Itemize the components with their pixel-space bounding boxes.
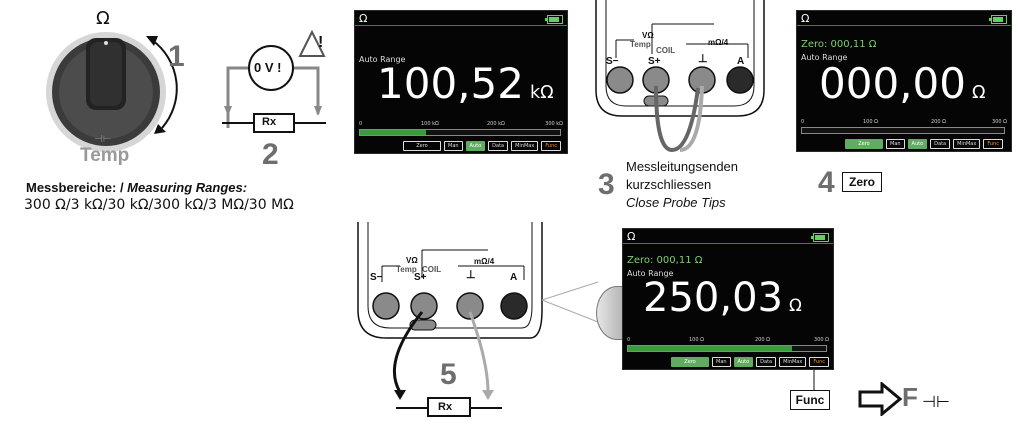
display-2-ticks: 0 100 Ω 200 Ω 300 Ω [801, 119, 1007, 125]
display-2-zero-offset: Zero: 000,11 Ω [801, 39, 877, 50]
func-pointer-line [813, 368, 815, 390]
display-1-ticks: 0 100 kΩ 200 kΩ 300 kΩ [359, 121, 563, 127]
display-1-bargraph [359, 129, 561, 136]
softkey-data[interactable]: Data [488, 141, 509, 151]
display-1-omega: Ω [359, 12, 368, 25]
jack-panel-bottom [357, 222, 599, 417]
jack-panel-top [595, 0, 765, 153]
jack-label-temp: Temp [630, 40, 651, 49]
jack-label-ground: ⊥ [466, 269, 476, 281]
capacitor-symbol: ⊣⊢ [922, 394, 950, 411]
rotary-knob-icon [46, 32, 178, 152]
softkey-minmax[interactable]: MinMax [779, 357, 807, 367]
softkey-auto[interactable]: Auto [733, 357, 754, 367]
display-3-value: 250,03 [643, 275, 783, 321]
jack-label-ground: ⊥ [698, 53, 708, 65]
softkey-func[interactable]: Func [983, 139, 1004, 149]
display-3-softkeys: Zero Man Auto Data MinMax Func [671, 357, 830, 367]
softkey-data[interactable]: Data [930, 139, 951, 149]
softkey-man[interactable]: Man [444, 141, 463, 151]
display-3-unit: Ω [788, 295, 802, 315]
jack-label-s-minus: S− [370, 272, 383, 283]
jack-label-vohm: VΩ [642, 31, 654, 40]
warning-icon: ! [318, 34, 324, 51]
softkey-man[interactable]: Man [712, 357, 731, 367]
step-3-number: 3 [598, 168, 615, 201]
softkey-zero[interactable]: Zero [403, 141, 441, 151]
step-2-number: 2 [262, 138, 279, 171]
display-1-range: Auto Range [359, 55, 406, 64]
ranges-label-en: Measuring Ranges: [127, 180, 248, 195]
step-1-number: 1 [168, 40, 185, 73]
softkey-auto[interactable]: Auto [907, 139, 928, 149]
jack-label-s-plus: S+ [648, 56, 661, 67]
softkey-func[interactable]: Func [541, 141, 562, 151]
softkey-man[interactable]: Man [886, 139, 905, 149]
softkey-minmax[interactable]: MinMax [511, 141, 539, 151]
display-2-bargraph [801, 127, 1005, 134]
caption-de-line-1: Messleitungsenden [626, 159, 739, 174]
battery-icon [811, 233, 829, 242]
softkey-zero[interactable]: Zero [671, 357, 709, 367]
ranges-heading: Messbereiche: / Measuring Ranges: [26, 180, 247, 195]
ranges-label-de: Messbereiche: [26, 180, 117, 195]
jack-label-s-minus: S− [606, 56, 619, 67]
ranges-separator: / [116, 180, 128, 195]
temp-label: Temp [80, 145, 130, 166]
softkey-minmax[interactable]: MinMax [953, 139, 981, 149]
battery-icon [989, 15, 1007, 24]
softkey-func[interactable]: Func [809, 357, 830, 367]
jack-label-vohm: VΩ [406, 256, 418, 265]
display-2-softkeys: Zero Man Auto Data MinMax Func [845, 139, 1004, 149]
circuit-diagram [222, 30, 326, 133]
caption-en: Close Probe Tips [626, 195, 726, 210]
ranges-values: 300 Ω/3 kΩ/30 kΩ/300 kΩ/3 MΩ/30 MΩ [24, 197, 294, 213]
display-3-bargraph [627, 345, 827, 352]
func-f-label: F [902, 382, 918, 412]
display-3-zero-offset: Zero: 000,11 Ω [627, 255, 703, 266]
display-3-omega: Ω [627, 230, 636, 243]
jack-label-mohm: mΩ/4 [708, 38, 729, 47]
display-2-omega: Ω [801, 12, 810, 25]
display-3-ticks: 0 100 Ω 200 Ω 300 Ω [627, 337, 829, 343]
jack-label-a: A [510, 272, 518, 283]
softkey-data[interactable]: Data [756, 357, 777, 367]
display-2-unit: Ω [971, 83, 986, 103]
step-4-number: 4 [818, 166, 835, 199]
softkey-zero[interactable]: Zero [845, 139, 883, 149]
display-2-range: Auto Range [801, 53, 848, 62]
zero-volt-label: 0 V ! [254, 60, 282, 75]
omega-symbol: Ω [96, 8, 110, 29]
jack-label-coil: COIL [422, 265, 442, 274]
display-2-value: 000,00 [819, 59, 966, 108]
jack-label-s-plus: S+ [414, 272, 427, 283]
jack-label-temp: Temp [396, 265, 417, 274]
display-1-unit: kΩ [529, 83, 554, 103]
jack-label-a: A [737, 56, 745, 67]
display-1-value: 100,52 [377, 59, 524, 108]
func-key[interactable]: Func [790, 390, 830, 410]
resistor-label: Rx [262, 116, 277, 128]
outline-arrow-icon [858, 382, 903, 416]
jack-label-mohm: mΩ/4 [474, 257, 495, 266]
caption-de-line-2: kurzschliessen [626, 177, 712, 192]
softkey-auto[interactable]: Auto [465, 141, 486, 151]
step-5-number: 5 [440, 358, 457, 391]
capacitor-symbol: ⊣⊢ [94, 134, 112, 145]
jack-label-coil: COIL [656, 46, 676, 55]
zero-key[interactable]: Zero [842, 172, 882, 192]
display-1-softkeys: Zero Man Auto Data MinMax Func [403, 141, 562, 151]
battery-icon [545, 15, 563, 24]
display-3-range: Auto Range [627, 269, 674, 278]
resistor-label: Rx [438, 401, 453, 413]
